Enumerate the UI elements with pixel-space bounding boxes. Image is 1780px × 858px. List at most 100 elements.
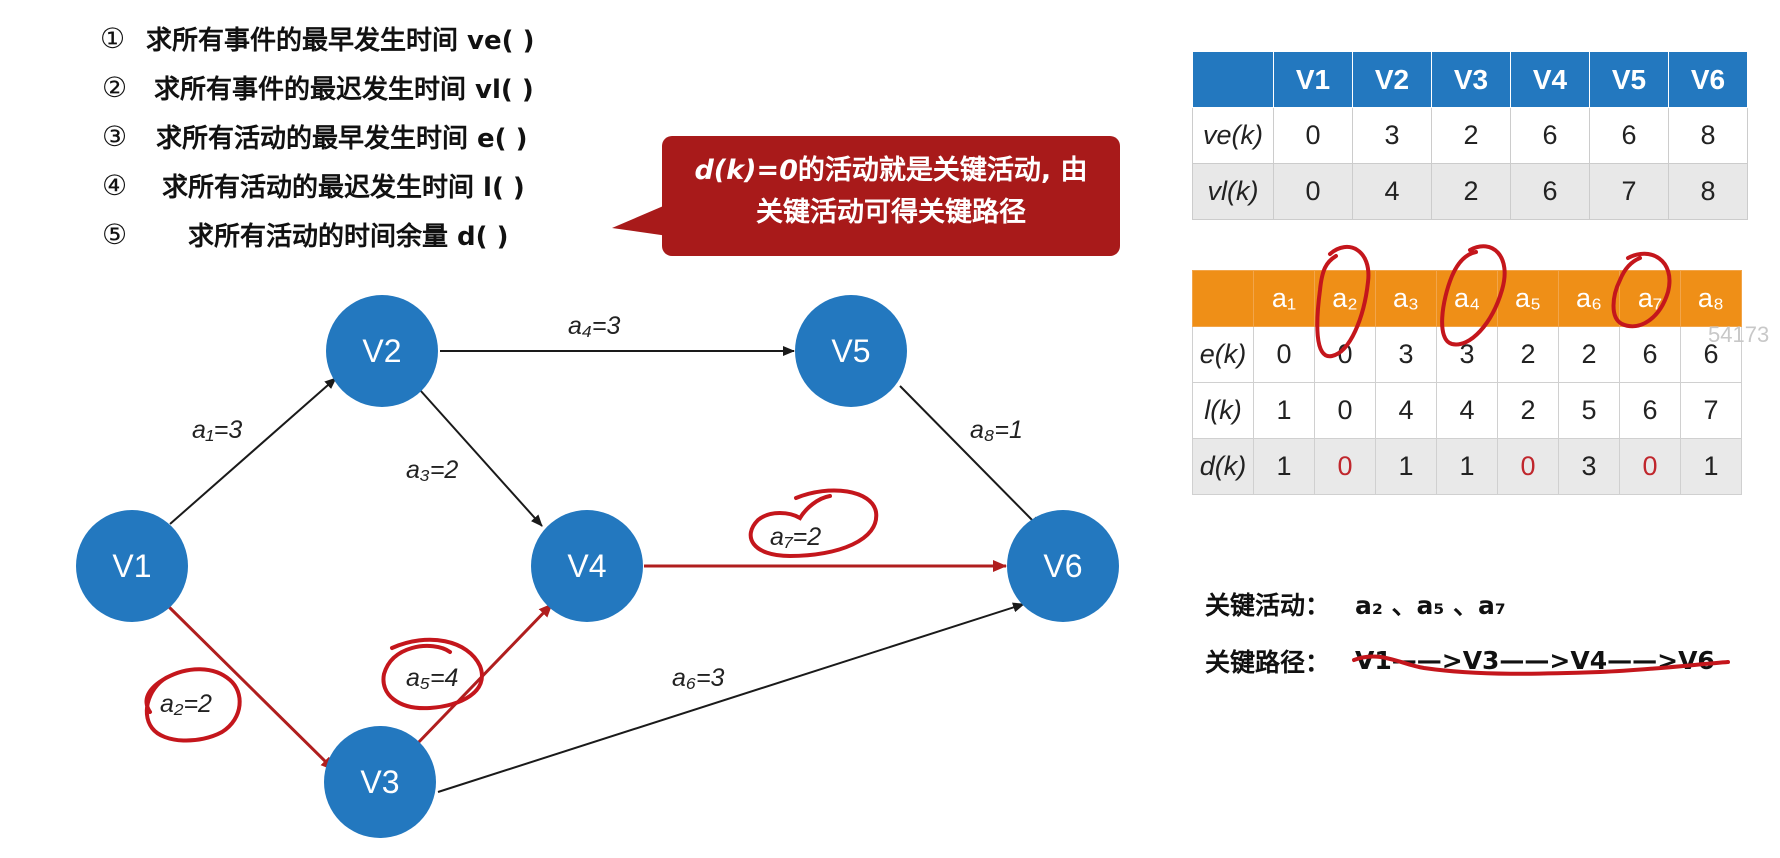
critical-activities-label: 关键活动： bbox=[1205, 590, 1331, 620]
header-cell: a₄ bbox=[1436, 270, 1498, 327]
step-number: ② bbox=[102, 71, 128, 104]
header-cell: V3 bbox=[1431, 51, 1511, 108]
critical-activities-row: 关键活动： a₂ 、a₅ 、a₇ bbox=[1205, 575, 1715, 632]
step-number: ① bbox=[100, 22, 126, 55]
table-header-row: V1 V2 V3 V4 V5 V6 bbox=[1192, 51, 1748, 108]
summary-block: 关键活动： a₂ 、a₅ 、a₇ 关键路径： V1——>V3——>V4——>V6 bbox=[1205, 575, 1715, 689]
table-cell: 7 bbox=[1589, 163, 1669, 220]
critical-activities-value: a₂ 、a₅ 、a₇ bbox=[1355, 590, 1506, 620]
step-number: ⑤ bbox=[102, 218, 128, 251]
header-cell: a₃ bbox=[1375, 270, 1437, 327]
table-cell: 6 bbox=[1619, 326, 1681, 383]
activity-time-table: a₁ a₂ a₃ a₄ a₅ a₆ a₇ a₈ e(k) 0 0 3 3 2 2… bbox=[1192, 270, 1742, 495]
table-cell: 0 bbox=[1273, 107, 1353, 164]
table-cell: 3 bbox=[1558, 438, 1620, 495]
node-v1: V1 bbox=[76, 510, 188, 622]
header-cell: a₁ bbox=[1253, 270, 1315, 327]
table-cell: 3 bbox=[1375, 326, 1437, 383]
table-cell: 3 bbox=[1436, 326, 1498, 383]
header-cell: V5 bbox=[1589, 51, 1669, 108]
edge-label-a2: a₂=2 bbox=[160, 690, 212, 718]
critical-slack-cell: 0 bbox=[1497, 438, 1559, 495]
row-label: ve(k) bbox=[1192, 107, 1274, 164]
edge-a2 bbox=[166, 604, 336, 772]
header-cell: a₂ bbox=[1314, 270, 1376, 327]
callout-line-1: d(k)=0的活动就是关键活动, 由 bbox=[672, 150, 1110, 192]
node-v1-label: V1 bbox=[112, 548, 151, 584]
table-cell: 2 bbox=[1497, 326, 1559, 383]
table-cell: 1 bbox=[1375, 438, 1437, 495]
table-cell: 1 bbox=[1253, 438, 1315, 495]
table-cell: 7 bbox=[1680, 382, 1742, 439]
critical-path-value: V1——>V3——>V4——>V6 bbox=[1355, 646, 1715, 675]
header-cell bbox=[1192, 51, 1274, 108]
watermark-text: 54173 bbox=[1708, 322, 1770, 347]
node-v3-label: V3 bbox=[360, 764, 399, 800]
step-text: 求所有事件的最早发生时间 ve( ) bbox=[146, 26, 535, 56]
aoe-graph: V1 V2 V3 V4 V5 V6 a₁=3 a₂=2 a₃=2 a₄=3 a₅… bbox=[76, 295, 1119, 838]
critical-slack-cell: 0 bbox=[1314, 438, 1376, 495]
edge-a8 bbox=[899, 385, 1041, 529]
edge-label-a1: a₁=3 bbox=[192, 416, 242, 444]
step-text: 求所有活动的时间余量 d( ) bbox=[188, 222, 509, 252]
row-label: vl(k) bbox=[1192, 163, 1274, 220]
edge-a5 bbox=[414, 602, 554, 747]
step-text: 求所有活动的最迟发生时间 l( ) bbox=[162, 173, 525, 203]
table-cell: 6 bbox=[1510, 107, 1590, 164]
table-cell: 6 bbox=[1680, 326, 1742, 383]
callout-text: 的活动就是关键活动, 由 bbox=[797, 155, 1088, 186]
row-label: l(k) bbox=[1192, 382, 1254, 439]
table-cell: 8 bbox=[1668, 107, 1748, 164]
table-row: d(k) 1 0 1 1 0 3 0 1 bbox=[1192, 438, 1742, 495]
edge-label-a6: a₆=3 bbox=[672, 664, 725, 692]
table-header-row: a₁ a₂ a₃ a₄ a₅ a₆ a₇ a₈ bbox=[1192, 270, 1742, 327]
step-text: 求所有活动的最早发生时间 e( ) bbox=[156, 124, 528, 154]
header-cell: V6 bbox=[1668, 51, 1748, 108]
table-cell: 0 bbox=[1273, 163, 1353, 220]
table-cell: 4 bbox=[1375, 382, 1437, 439]
callout-box: d(k)=0的活动就是关键活动, 由 关键活动可得关键路径 bbox=[662, 136, 1120, 256]
node-v6-label: V6 bbox=[1043, 548, 1082, 584]
edge-label-a4: a₄=3 bbox=[568, 312, 621, 340]
table-cell: 2 bbox=[1431, 163, 1511, 220]
callout-formula: d(k)=0 bbox=[694, 155, 798, 186]
table-cell: 0 bbox=[1314, 382, 1376, 439]
edge-a1 bbox=[169, 377, 337, 525]
step-item: ① 求所有事件的最早发生时间 ve( ) bbox=[100, 14, 534, 63]
row-label: d(k) bbox=[1192, 438, 1254, 495]
edge-a6 bbox=[437, 602, 1025, 793]
table-cell: 5 bbox=[1558, 382, 1620, 439]
header-cell: a₆ bbox=[1558, 270, 1620, 327]
edge-label-a5: a₅=4 bbox=[406, 664, 458, 692]
header-cell: a₈ bbox=[1680, 270, 1742, 327]
header-cell: V4 bbox=[1510, 51, 1590, 108]
table-row: ve(k) 0 3 2 6 6 8 bbox=[1192, 107, 1748, 164]
table-cell: 2 bbox=[1497, 382, 1559, 439]
table-cell: 6 bbox=[1589, 107, 1669, 164]
table-cell: 1 bbox=[1680, 438, 1742, 495]
edge-label-a8: a₈=1 bbox=[970, 416, 1023, 444]
node-v3: V3 bbox=[324, 726, 436, 838]
node-v4-label: V4 bbox=[567, 548, 606, 584]
table-cell: 1 bbox=[1253, 382, 1315, 439]
table-cell: 1 bbox=[1436, 438, 1498, 495]
table-cell: 4 bbox=[1352, 163, 1432, 220]
table-cell: 3 bbox=[1352, 107, 1432, 164]
table-cell: 0 bbox=[1253, 326, 1315, 383]
callout-pointer bbox=[612, 204, 668, 236]
node-v4: V4 bbox=[531, 510, 643, 622]
critical-path-row: 关键路径： V1——>V3——>V4——>V6 bbox=[1205, 632, 1715, 689]
vertex-time-table: V1 V2 V3 V4 V5 V6 ve(k) 0 3 2 6 6 8 vl(k… bbox=[1192, 51, 1748, 220]
header-cell bbox=[1192, 270, 1254, 327]
header-cell: V2 bbox=[1352, 51, 1432, 108]
critical-slack-cell: 0 bbox=[1619, 438, 1681, 495]
callout-line-2: 关键活动可得关键路径 bbox=[756, 197, 1026, 228]
table-cell: 0 bbox=[1314, 326, 1376, 383]
edge-a3 bbox=[419, 389, 543, 527]
step-item: ⑤ 求所有活动的时间余量 d( ) bbox=[102, 210, 534, 259]
table-cell: 4 bbox=[1436, 382, 1498, 439]
